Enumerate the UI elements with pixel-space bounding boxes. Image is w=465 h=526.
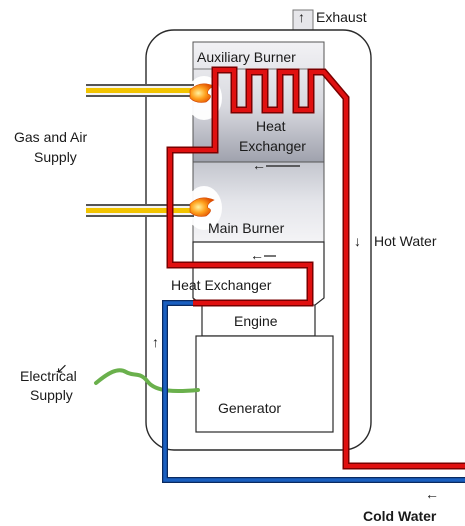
flame-icon <box>189 197 215 217</box>
heat-exchanger-upper-label: Exchanger <box>239 138 306 154</box>
main-burner-label: Main Burner <box>208 220 285 236</box>
electrical-supply-label: Electrical <box>20 368 77 384</box>
heat-exchanger-upper-label: Heat <box>256 118 286 134</box>
hot-water-label: Hot Water <box>374 233 437 249</box>
generator-box <box>195 335 334 433</box>
flow-arrow-lower: ← <box>250 247 264 263</box>
auxiliary-burner-label: Auxiliary Burner <box>197 49 296 65</box>
gas-pipe-lower <box>86 204 194 217</box>
flame-icon <box>189 83 215 103</box>
gas-pipe-upper <box>86 84 194 97</box>
hot-water-circuit <box>168 68 465 468</box>
flow-arrow-upper: ← <box>252 157 266 173</box>
heat-exchanger-lower-label: Heat Exchanger <box>171 277 272 293</box>
gas-air-label: Gas and Air <box>14 129 87 145</box>
electrical-arrow: ↙ <box>56 360 68 376</box>
gas-air-label: Supply <box>34 149 77 165</box>
cold-water-label: Cold Water <box>363 508 437 524</box>
engine-label: Engine <box>234 313 278 329</box>
hot-water-arrow: ↓ <box>354 233 361 249</box>
exhaust-arrow: ↑ <box>298 9 305 25</box>
cold-water-pipe-core <box>163 301 465 482</box>
electrical-supply-label: Supply <box>30 387 73 403</box>
exhaust-label: Exhaust <box>316 9 367 25</box>
return-up-arrow: ↑ <box>152 334 159 350</box>
generator-label: Generator <box>218 400 281 416</box>
cold-water-arrow: ← <box>425 486 439 502</box>
